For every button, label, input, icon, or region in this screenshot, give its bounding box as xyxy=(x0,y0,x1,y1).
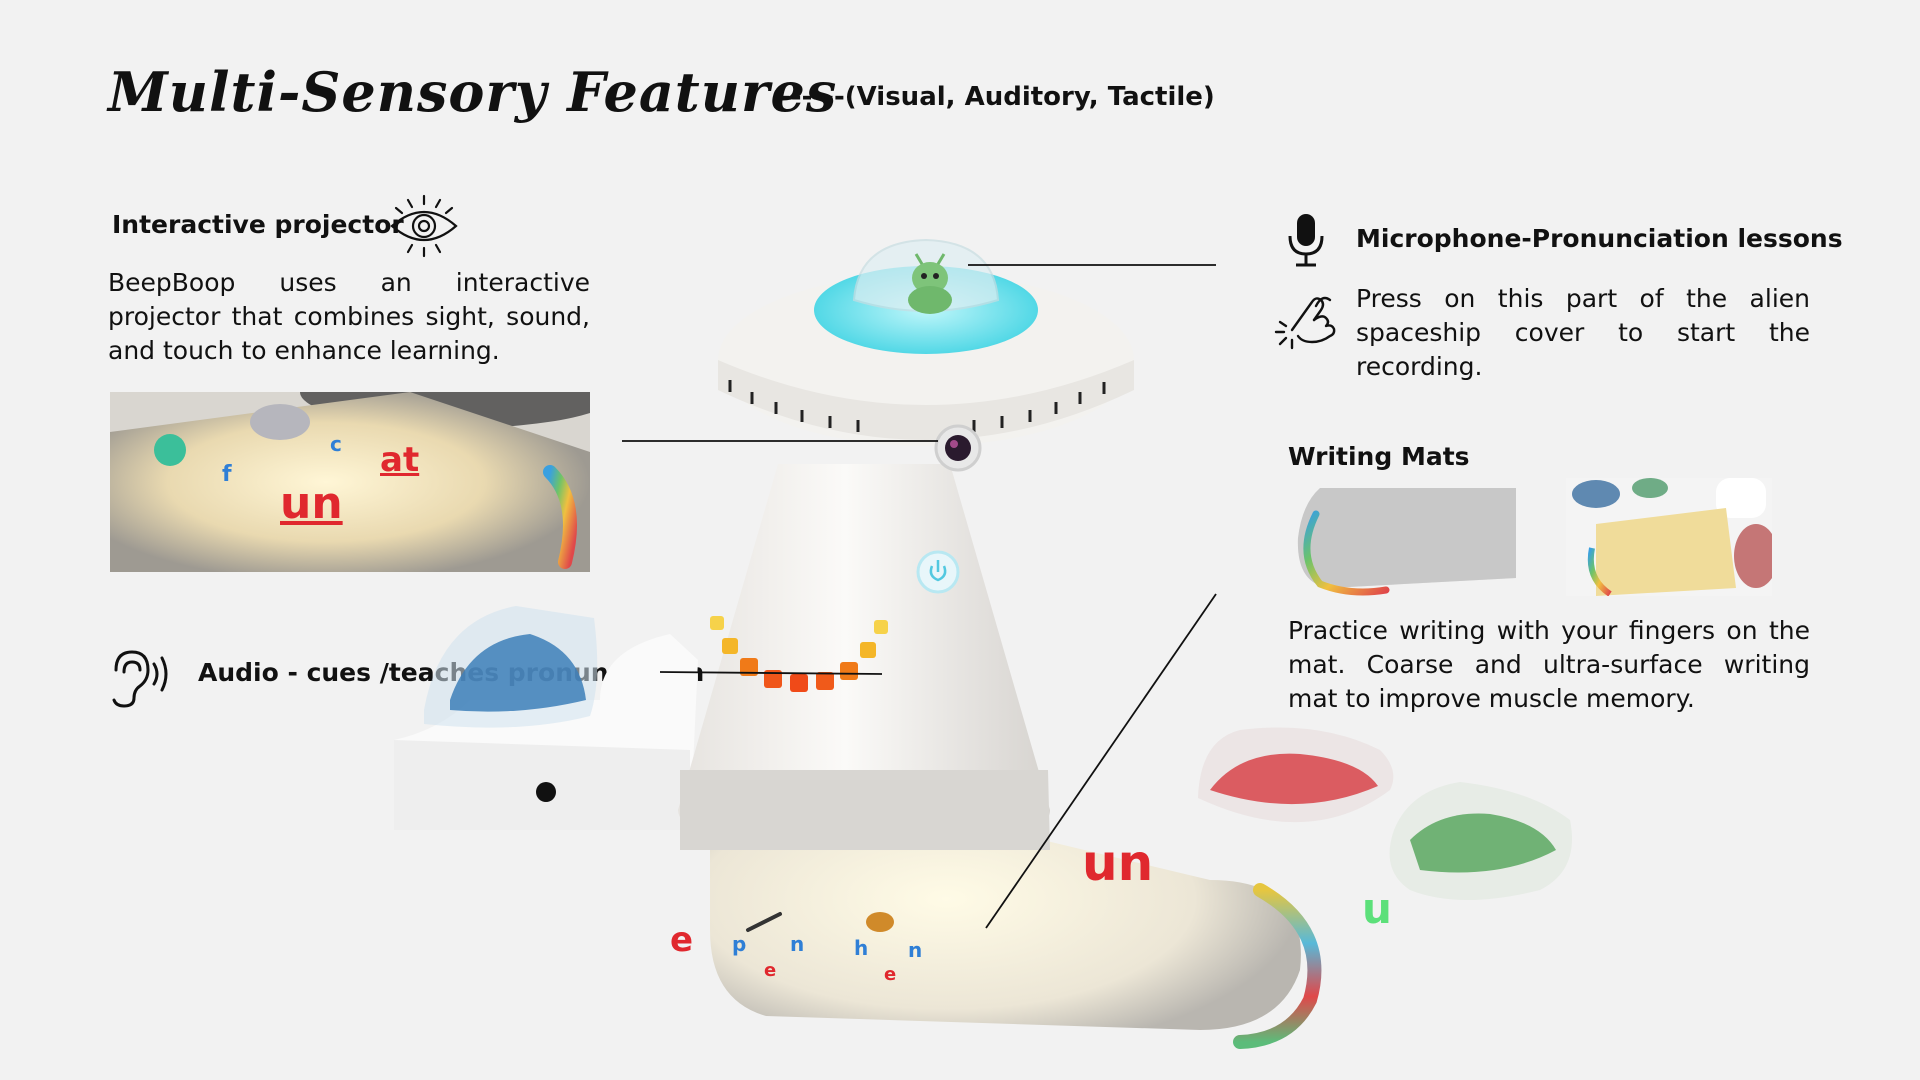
microphone-heading: Microphone-Pronunciation lessons xyxy=(1356,224,1843,253)
page-title: Multi-Sensory Features xyxy=(108,60,838,124)
mat-letter: e xyxy=(764,960,777,981)
mat-letter: p xyxy=(732,932,747,956)
mat-letter: n xyxy=(790,932,805,956)
microphone-icon xyxy=(1284,212,1328,268)
photo-letter: un xyxy=(280,478,343,529)
page-subtitle: ------(Visual, Auditory, Tactile) xyxy=(780,82,1215,112)
mat-letter: h xyxy=(854,936,869,960)
mat-letter: e xyxy=(670,920,694,960)
photo-letter: c xyxy=(330,432,342,456)
photo-letter: at xyxy=(380,440,420,480)
floating-letter: u xyxy=(1362,884,1392,933)
eye-icon xyxy=(386,194,462,258)
writing-tray-photo xyxy=(1566,478,1772,596)
projector-photo: c f at un xyxy=(110,392,590,572)
writing-mats-description: Practice writing with your fingers on th… xyxy=(1288,616,1810,713)
writing-mats-heading: Writing Mats xyxy=(1288,442,1470,471)
finger-press-icon xyxy=(1272,284,1340,350)
microphone-description: Press on this part of the alien spaceshi… xyxy=(1356,284,1810,381)
floating-letter: un xyxy=(1082,834,1154,892)
mat-letter: e xyxy=(884,964,897,985)
projector-heading: Interactive projector xyxy=(112,210,404,239)
mat-letter: n xyxy=(908,938,923,962)
ear-icon xyxy=(106,648,172,710)
photo-letter: f xyxy=(222,462,232,487)
projector-description: BeepBoop uses an interactive projector t… xyxy=(108,268,590,365)
writing-mat-photo xyxy=(1290,484,1516,596)
product-render: e p n h n e e un u xyxy=(380,230,1680,1050)
